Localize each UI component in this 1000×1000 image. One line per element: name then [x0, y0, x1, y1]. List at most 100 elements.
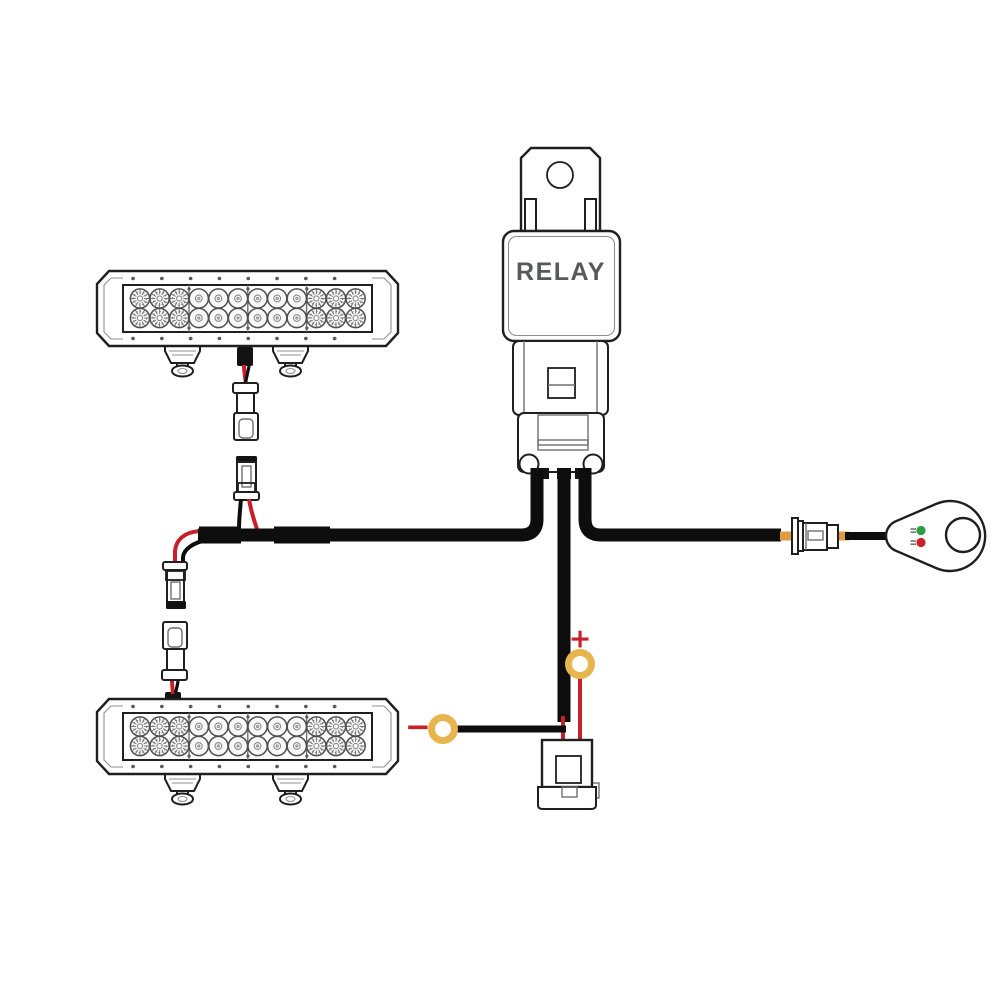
connector-plug	[233, 412, 259, 441]
light-bar-top	[95, 269, 400, 348]
led-flood	[149, 716, 170, 737]
connector-flange	[162, 561, 188, 571]
led-flood	[345, 288, 366, 309]
led-spot	[208, 716, 229, 737]
battery-terminals: + −	[405, 624, 595, 745]
mounting-bracket	[164, 344, 201, 378]
led-flood	[325, 307, 347, 329]
socket-detail	[537, 414, 589, 446]
relay-body-inner	[507, 235, 616, 337]
led-flood	[129, 716, 151, 737]
connector-male-bottom	[161, 621, 188, 681]
connector-band	[165, 570, 186, 581]
positive-symbol: +	[569, 624, 592, 655]
ring-terminal-positive	[565, 649, 595, 679]
fuse-body	[540, 738, 594, 789]
tab-slot	[524, 198, 537, 232]
led-flood	[325, 735, 347, 757]
led-flood	[149, 307, 170, 329]
led-spot	[247, 288, 268, 309]
mounting-bracket	[272, 344, 309, 378]
fuse-window	[555, 755, 582, 784]
tab-slot	[584, 198, 597, 232]
led-spot	[188, 288, 210, 309]
led-flood	[306, 735, 327, 757]
led-spot	[188, 307, 210, 329]
led-flood	[168, 735, 190, 757]
connector-body	[166, 648, 185, 671]
led-spot	[266, 288, 288, 309]
connector-slot	[167, 627, 183, 648]
connector-cap	[232, 382, 259, 394]
led-spot	[227, 288, 249, 309]
switch-led-red	[916, 537, 926, 548]
led-spot	[266, 307, 288, 329]
connector-female-top	[233, 456, 260, 501]
led-flood	[306, 288, 327, 309]
connector-plug	[162, 621, 188, 650]
switch-branch	[780, 499, 987, 573]
led-flood	[345, 716, 366, 737]
led-spot	[188, 735, 210, 757]
switch-led-green	[916, 525, 926, 536]
led-flood	[168, 307, 190, 329]
red-wire	[247, 498, 259, 530]
ring-terminal-negative	[428, 714, 458, 744]
relay: RELAY	[501, 146, 622, 479]
led-spot	[208, 288, 229, 309]
led-spot	[188, 716, 210, 737]
led-spot	[266, 735, 288, 757]
black-wire	[243, 365, 251, 384]
connector-male-top	[232, 382, 259, 441]
light-bar-bottom	[95, 697, 400, 776]
socket-ribs	[523, 341, 598, 412]
switch-button[interactable]	[944, 516, 982, 554]
connector-slot	[241, 465, 252, 488]
led-spot	[227, 735, 249, 757]
light-bar-top-brackets	[164, 344, 309, 378]
fuse-holder	[537, 738, 600, 810]
led-flood	[168, 288, 190, 309]
connector-cap	[826, 524, 839, 549]
connector-female-bottom	[162, 561, 188, 609]
led-flood	[325, 716, 347, 737]
black-wire	[173, 680, 180, 694]
led-spot	[247, 716, 268, 737]
connector-flange	[233, 491, 260, 501]
led-spot	[286, 307, 308, 329]
led-flood	[168, 716, 190, 737]
light-bar-top-pigtail	[237, 347, 253, 385]
led-spot	[247, 307, 268, 329]
led-flood	[306, 307, 327, 329]
mounting-bracket	[272, 772, 309, 806]
connector-body	[166, 569, 185, 603]
led-flood	[129, 307, 151, 329]
led-spot	[286, 288, 308, 309]
switch-indicator-marks	[910, 528, 916, 545]
led-flood	[149, 735, 170, 757]
led-flood	[306, 716, 327, 737]
connector-cap	[166, 601, 186, 609]
led-flood	[345, 307, 366, 329]
switch	[884, 499, 987, 573]
led-spot	[208, 735, 229, 757]
socket-latch	[547, 367, 576, 399]
relay-label: RELAY	[516, 258, 606, 286]
relay-body	[501, 229, 622, 343]
fuse-cap-tab	[561, 786, 578, 798]
led-spot	[286, 735, 308, 757]
led-flood	[129, 735, 151, 757]
led-flood	[129, 288, 151, 309]
led-spot	[208, 307, 229, 329]
connector-slot	[238, 418, 254, 439]
wire-to-lights	[198, 468, 544, 542]
led-spot	[227, 307, 249, 329]
connector-slot	[807, 530, 824, 541]
connector-cap	[161, 669, 188, 681]
light-bar-bottom-brackets	[164, 772, 309, 806]
wire-sheath	[237, 347, 253, 366]
red-wire	[170, 679, 175, 695]
connector-slot	[170, 581, 181, 600]
black-wire	[237, 498, 243, 530]
